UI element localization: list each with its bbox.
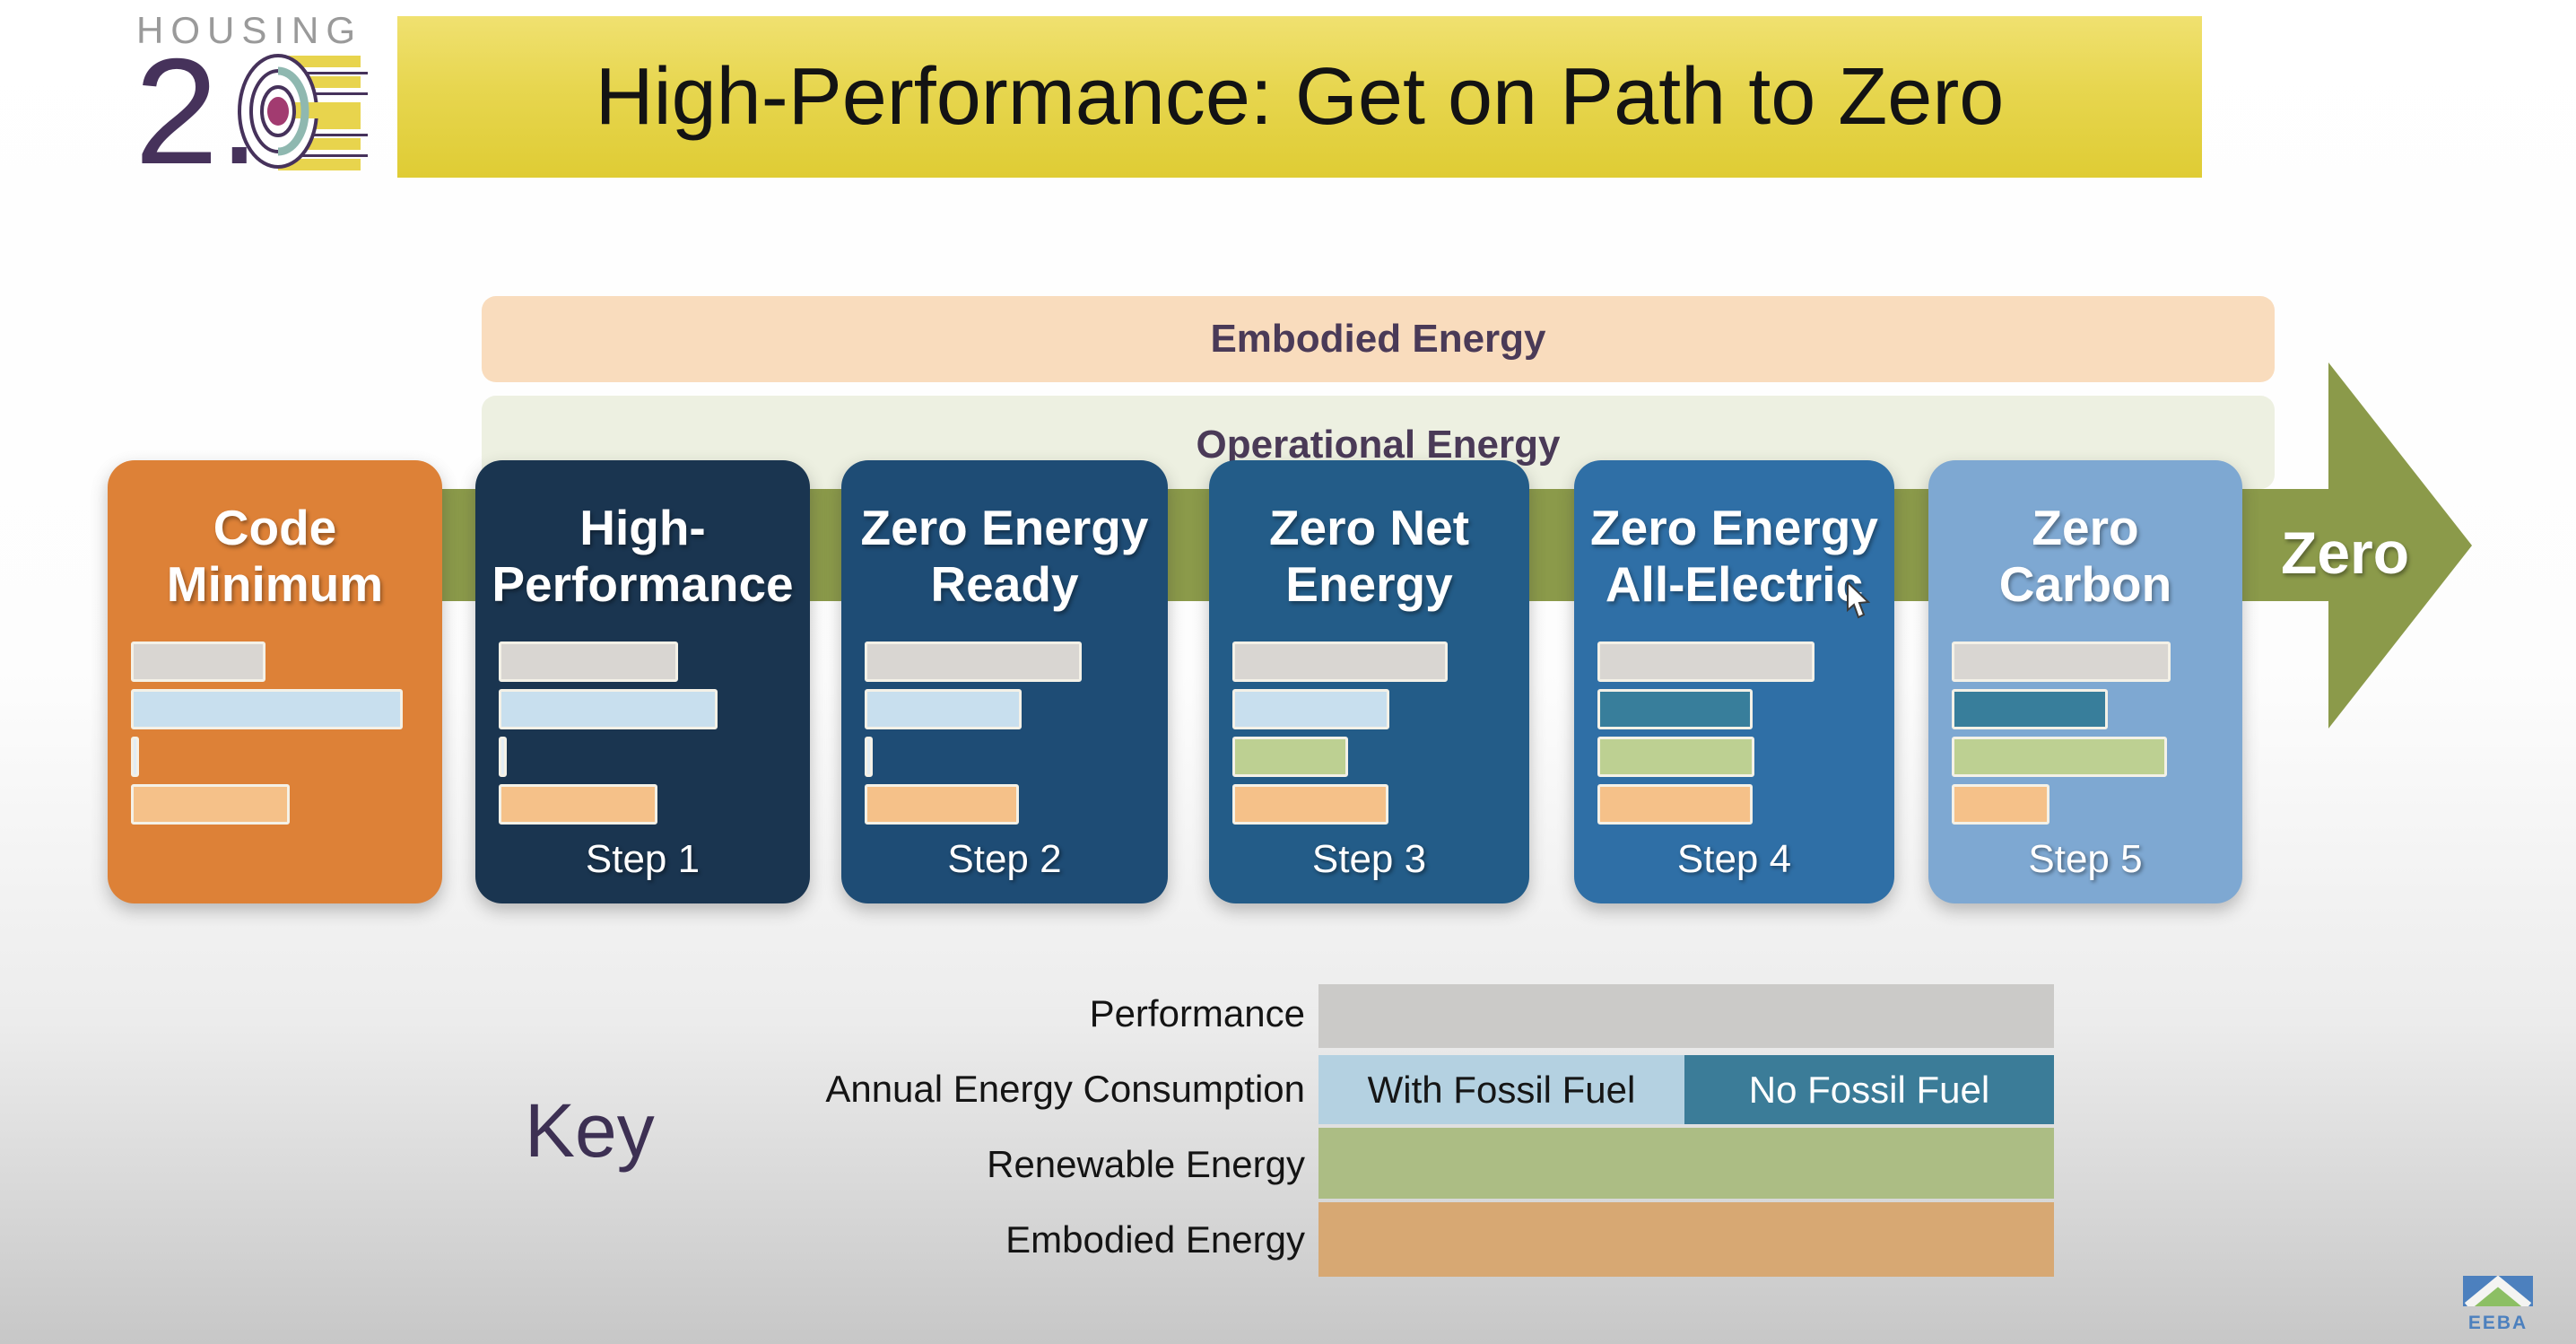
card-bars — [1597, 641, 1815, 832]
card-zero-energy-all-electric: Zero Energy All-Electric Step 4 — [1574, 460, 1894, 903]
page-title: High-Performance: Get on Path to Zero — [595, 52, 2005, 142]
operational-energy-band-label: Operational Energy — [1196, 423, 1561, 467]
card-title: Zero Carbon — [1928, 460, 2242, 612]
card-title-line2: Ready — [930, 555, 1079, 612]
performance-bar — [1952, 641, 2171, 682]
key-swatch-embodied — [1318, 1202, 2054, 1277]
step-label: Step 3 — [1311, 837, 1427, 881]
renewable-energy-bar — [865, 737, 873, 777]
card-title-line1: Zero Energy — [1590, 500, 1878, 555]
renewable-energy-bar — [131, 737, 139, 777]
step-label: Step 2 — [947, 837, 1062, 881]
card-title-line1: Zero Energy — [860, 500, 1149, 555]
step-label: Step 1 — [585, 837, 701, 881]
step-label: Step 4 — [1676, 837, 1792, 881]
performance-bar — [865, 641, 1082, 682]
card-title: Zero Energy All-Electric — [1574, 460, 1894, 612]
card-title-line1: Zero Net — [1268, 500, 1470, 555]
card-bars — [1232, 641, 1448, 832]
card-title: Zero Net Energy — [1209, 460, 1529, 612]
renewable-energy-bar — [1597, 737, 1754, 777]
key-heading: Key — [525, 1088, 655, 1173]
card-code-minimum: Code Minimum — [108, 460, 442, 903]
card-zero-energy-ready: Zero Energy Ready Step 2 — [841, 460, 1168, 903]
card-title: Zero Energy Ready — [841, 460, 1168, 612]
card-title-line1: Code — [213, 500, 337, 555]
card-title-line2: Minimum — [166, 555, 384, 612]
embodied-energy-bar — [131, 784, 290, 825]
key-label-annual-energy-consumption: Annual Energy Consumption — [825, 1068, 1305, 1110]
annual-energy-bar — [499, 689, 718, 729]
key-swatch-with-fossil-fuel: With Fossil Fuel — [1318, 1055, 1684, 1124]
performance-bar — [499, 641, 678, 682]
performance-bar — [131, 641, 265, 682]
eeba-house-icon — [2463, 1276, 2533, 1306]
card-title: Code Minimum — [108, 460, 442, 612]
embodied-energy-band: Embodied Energy — [482, 296, 2275, 382]
card-title-line2: Carbon — [1998, 555, 2172, 612]
key-swatch-performance — [1318, 984, 2054, 1048]
card-zero-net-energy: Zero Net Energy Step 3 — [1209, 460, 1529, 903]
card-bars — [131, 641, 403, 832]
key-label-performance: Performance — [1089, 992, 1305, 1034]
key-swatch-annual-energy: With Fossil Fuel No Fossil Fuel — [1318, 1055, 2054, 1124]
key-swatch-renewable — [1318, 1128, 2054, 1199]
card-title-line1: Zero — [2032, 500, 2139, 555]
renewable-energy-bar — [1232, 737, 1348, 777]
housing-2.0-logo: HOUSING 2. — [135, 7, 377, 187]
performance-bar — [1232, 641, 1448, 682]
card-high-performance: High- Performance Step 1 — [475, 460, 810, 903]
housing-logo-word: HOUSING — [136, 9, 363, 51]
renewable-energy-bar — [1952, 737, 2167, 777]
card-title-line1: High- — [579, 500, 706, 555]
annual-energy-bar — [1597, 689, 1753, 729]
card-zero-carbon: Zero Carbon Step 5 — [1928, 460, 2242, 903]
card-title-line2: Performance — [492, 555, 794, 612]
embodied-energy-bar — [1952, 784, 2049, 825]
key-label-embodied-energy: Embodied Energy — [1005, 1218, 1305, 1261]
title-banner: High-Performance: Get on Path to Zero — [397, 16, 2202, 178]
card-bars — [865, 641, 1082, 832]
zero-arrow-label: Zero — [2281, 519, 2410, 586]
card-title-line2: All-Electric — [1605, 555, 1864, 612]
card-bars — [499, 641, 718, 832]
annual-energy-bar — [131, 689, 403, 729]
performance-bar — [1597, 641, 1815, 682]
card-title-line2: Energy — [1285, 555, 1453, 612]
eeba-logo-text: EEBA — [2467, 1313, 2528, 1333]
card-title: High- Performance — [475, 460, 810, 612]
embodied-energy-bar — [1597, 784, 1753, 825]
zero-arrow-icon — [2328, 362, 2472, 729]
eeba-logo: EEBA — [2461, 1276, 2535, 1334]
annual-energy-bar — [865, 689, 1022, 729]
key-swatch-no-fossil-fuel: No Fossil Fuel — [1684, 1055, 2054, 1124]
housing-target-icon: 2. — [135, 48, 368, 183]
annual-energy-bar — [1952, 689, 2108, 729]
embodied-energy-bar — [499, 784, 657, 825]
embodied-energy-bar — [1232, 784, 1388, 825]
renewable-energy-bar — [499, 737, 507, 777]
annual-energy-bar — [1232, 689, 1389, 729]
card-bars — [1952, 641, 2171, 832]
step-label: Step 5 — [2028, 837, 2143, 881]
embodied-energy-band-label: Embodied Energy — [1210, 317, 1546, 361]
mouse-cursor-icon — [1847, 581, 1871, 619]
key-label-renewable-energy: Renewable Energy — [987, 1143, 1305, 1185]
embodied-energy-bar — [865, 784, 1019, 825]
